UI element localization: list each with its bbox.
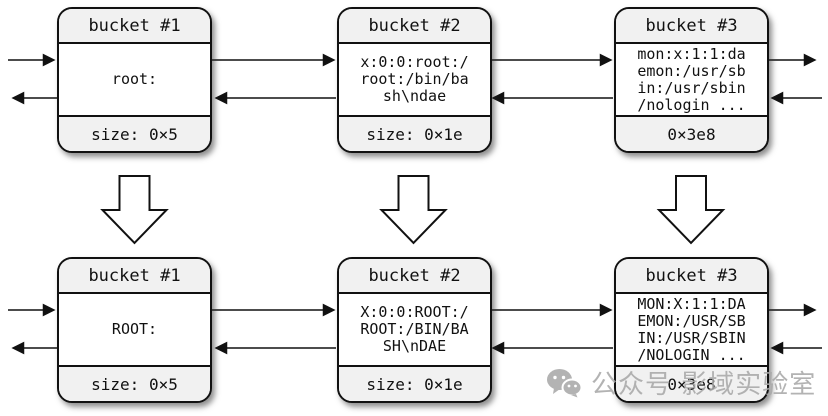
- bucket-data: X:0:0:ROOT:/ ROOT:/BIN/BA SH\nDAE: [339, 294, 490, 365]
- transform-down-arrow: [100, 175, 169, 245]
- bucket-size: size: 0×1e: [339, 115, 490, 151]
- bucket-node: bucket #3 MON:X:1:1:DA EMON:/USR/SB IN:/…: [614, 257, 769, 403]
- bucket-data-line: X:0:0:ROOT:/: [360, 303, 469, 321]
- bucket-size: 0×3e8: [616, 365, 767, 401]
- bucket-size: size: 0×1e: [339, 365, 490, 401]
- bucket-data-line: EMON:/USR/SB: [637, 311, 746, 330]
- bucket-data-line: in:/usr/sbin: [637, 78, 746, 97]
- bucket-data-line: IN:/USR/SBIN: [637, 328, 746, 347]
- bucket-data-line: ROOT:/BIN/BA: [360, 320, 469, 338]
- bucket-data-line: root:: [111, 70, 158, 88]
- bucket-data-line: /nologin ...: [637, 95, 746, 114]
- transform-down-arrow: [656, 175, 726, 245]
- bucket-data-line: mon:x:1:1:da: [637, 44, 746, 63]
- bucket-data-line: /NOLOGIN ...: [637, 345, 746, 364]
- bucket-data-line: emon:/usr/sb: [637, 61, 746, 80]
- bucket-node: bucket #2 x:0:0:root:/ root:/bin/ba sh\n…: [337, 7, 492, 153]
- bucket-data-line: root:/bin/ba: [360, 70, 469, 88]
- bucket-data: x:0:0:root:/ root:/bin/ba sh\ndae: [339, 44, 490, 115]
- bucket-title: bucket #1: [59, 9, 210, 44]
- watermark-text: 公众号 影域实验室: [591, 370, 817, 400]
- bucket-size: 0×3e8: [616, 115, 767, 151]
- bucket-size: size: 0×5: [59, 115, 210, 151]
- transform-down-arrow: [379, 175, 448, 245]
- wechat-icon: [547, 368, 582, 397]
- watermark: 公众号 影域实验室: [546, 364, 816, 401]
- bucket-data-line: SH\nDAE: [382, 337, 447, 355]
- bucket-title: bucket #2: [339, 259, 490, 294]
- bucket-node: bucket #3 mon:x:1:1:da emon:/usr/sb in:/…: [614, 7, 769, 153]
- bucket-node: bucket #2 X:0:0:ROOT:/ ROOT:/BIN/BA SH\n…: [337, 257, 492, 403]
- bucket-size: size: 0×5: [59, 365, 210, 401]
- bucket-data: mon:x:1:1:da emon:/usr/sb in:/usr/sbin /…: [616, 44, 767, 115]
- bucket-data: MON:X:1:1:DA EMON:/USR/SB IN:/USR/SBIN /…: [616, 294, 767, 365]
- bucket-data: ROOT:: [59, 294, 210, 365]
- bucket-data-line: MON:X:1:1:DA: [637, 294, 746, 313]
- bucket-node: bucket #1 root: size: 0×5: [57, 7, 212, 153]
- bucket-title: bucket #3: [616, 9, 767, 44]
- bucket-title: bucket #3: [616, 259, 767, 294]
- bucket-data-line: x:0:0:root:/: [360, 53, 469, 71]
- bucket-title: bucket #2: [339, 9, 490, 44]
- bucket-data: root:: [59, 44, 210, 115]
- bucket-node: bucket #1 ROOT: size: 0×5: [57, 257, 212, 403]
- bucket-data-line: ROOT:: [111, 320, 158, 338]
- bucket-data-line: sh\ndae: [382, 87, 447, 105]
- bucket-title: bucket #1: [59, 259, 210, 294]
